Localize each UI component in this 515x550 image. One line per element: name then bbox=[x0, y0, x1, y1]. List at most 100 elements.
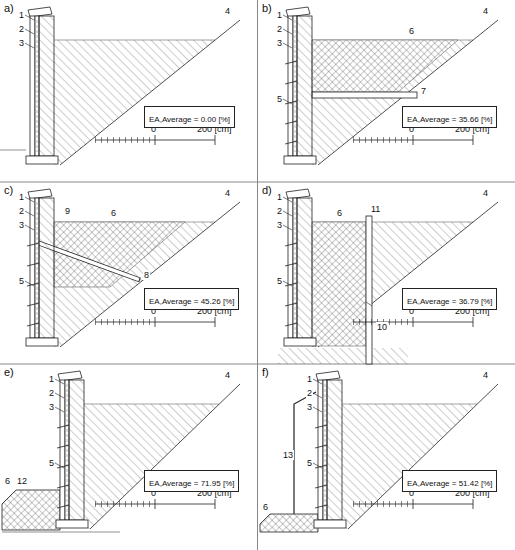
drawing-use bbox=[313, 379, 322, 412]
drawing-use bbox=[353, 135, 473, 145]
drawing-use bbox=[285, 61, 297, 144]
drawing-use bbox=[54, 20, 240, 165]
callout-number: 6 bbox=[408, 26, 415, 36]
drawing-rect bbox=[312, 92, 417, 98]
callout-number: 6 bbox=[336, 208, 343, 218]
callout-number: 6 bbox=[110, 208, 117, 218]
callout-number: 5 bbox=[276, 94, 283, 104]
panel-b bbox=[283, 7, 498, 165]
drawing-use bbox=[284, 7, 316, 164]
result-box: EA,Average = 35.66 [%] bbox=[402, 106, 497, 128]
callout-number: 2 bbox=[18, 24, 25, 34]
drawing-rect bbox=[278, 348, 408, 364]
drawing-rect bbox=[366, 216, 372, 364]
drawing-use bbox=[314, 371, 346, 528]
result-text: EA,Average = 36.79 [%] bbox=[407, 297, 492, 306]
panel-label: d) bbox=[261, 184, 273, 196]
drawing-use bbox=[95, 499, 215, 509]
callout-number: 9 bbox=[64, 206, 71, 216]
callout-number: 1 bbox=[306, 374, 313, 384]
callout-number: 3 bbox=[18, 38, 25, 48]
drawing-line bbox=[0, 150, 26, 151]
panel-a bbox=[0, 7, 240, 165]
drawing-use bbox=[55, 379, 64, 412]
drawing-use bbox=[353, 317, 473, 327]
callout-number: 1 bbox=[48, 374, 55, 384]
drawing-polygon bbox=[312, 40, 458, 92]
panel-c bbox=[25, 189, 240, 347]
drawing-use bbox=[25, 281, 34, 286]
callout-number: 8 bbox=[143, 270, 150, 280]
drawing-use bbox=[56, 371, 88, 528]
drawing-use bbox=[342, 384, 498, 529]
callout-number: 2 bbox=[18, 206, 25, 216]
drawing-use bbox=[26, 7, 58, 164]
drawing-use bbox=[95, 317, 215, 327]
result-text: EA,Average = 0.00 [%] bbox=[149, 115, 230, 124]
callout-number: 6 bbox=[262, 502, 269, 512]
callout-number: 1 bbox=[18, 10, 25, 20]
drawing-g bbox=[313, 379, 327, 508]
drawing-use bbox=[55, 463, 64, 468]
result-box: EA,Average = 45.26 [%] bbox=[144, 288, 239, 310]
callout-number: 3 bbox=[276, 220, 283, 230]
drawing-use bbox=[26, 189, 58, 346]
drawing-line bbox=[257, 0, 258, 550]
drawing-use bbox=[315, 425, 327, 508]
drawing-use bbox=[283, 99, 292, 104]
drawing-use bbox=[25, 197, 34, 230]
callout-number: 5 bbox=[18, 276, 25, 286]
callout-number: 4 bbox=[482, 188, 489, 198]
callout-number: 1 bbox=[276, 192, 283, 202]
panel-label: f) bbox=[261, 366, 270, 378]
drawing-use bbox=[283, 197, 292, 230]
callout-number: 2 bbox=[48, 388, 55, 398]
callout-number: 4 bbox=[482, 370, 489, 380]
drawing-use bbox=[312, 20, 498, 165]
callout-number: 7 bbox=[420, 86, 427, 96]
result-text: EA,Average = 51.42 [%] bbox=[407, 479, 492, 488]
result-text: EA,Average = 35.66 [%] bbox=[407, 115, 492, 124]
drawing-use bbox=[312, 202, 498, 347]
drawing-use bbox=[84, 384, 240, 529]
drawing-g bbox=[55, 379, 69, 508]
drawing-use bbox=[57, 425, 69, 508]
callout-number: 2 bbox=[276, 24, 283, 34]
callout-number: 13 bbox=[282, 450, 294, 460]
result-box: EA,Average = 51.42 [%] bbox=[402, 470, 497, 492]
drawing-use bbox=[285, 243, 297, 326]
callout-number: 4 bbox=[224, 370, 231, 380]
callout-number: 6 bbox=[4, 476, 11, 486]
drawing-use bbox=[54, 202, 240, 347]
callout-number: 10 bbox=[376, 322, 388, 332]
callout-number: 3 bbox=[18, 220, 25, 230]
callout-number: 1 bbox=[18, 192, 25, 202]
callout-number: 1 bbox=[276, 10, 283, 20]
drawing-use bbox=[95, 135, 215, 145]
drawing-rect bbox=[312, 222, 366, 346]
drawing-use bbox=[313, 463, 322, 468]
drawing-use bbox=[25, 15, 34, 48]
callout-number: 2 bbox=[276, 206, 283, 216]
panel-label: b) bbox=[261, 2, 273, 14]
callout-number: 5 bbox=[306, 458, 313, 468]
result-box: EA,Average = 71.95 [%] bbox=[144, 470, 239, 492]
panel-e bbox=[2, 371, 240, 532]
callout-number: 11 bbox=[370, 204, 381, 214]
panel-label: c) bbox=[3, 184, 14, 196]
callout-number: 3 bbox=[48, 402, 55, 412]
drawing-use bbox=[353, 499, 473, 509]
drawing-use bbox=[27, 243, 39, 326]
drawing-line bbox=[366, 302, 372, 306]
result-box: EA,Average = 0.00 [%] bbox=[144, 106, 235, 128]
drawing-line bbox=[0, 364, 515, 365]
drawing-polygon bbox=[2, 490, 60, 530]
drawing-line bbox=[2, 532, 120, 533]
drawing-polygon bbox=[260, 514, 318, 532]
drawing-path bbox=[294, 392, 316, 514]
panel-label: e) bbox=[3, 366, 15, 378]
callout-number: 4 bbox=[482, 6, 489, 16]
drawing-use bbox=[283, 15, 292, 48]
